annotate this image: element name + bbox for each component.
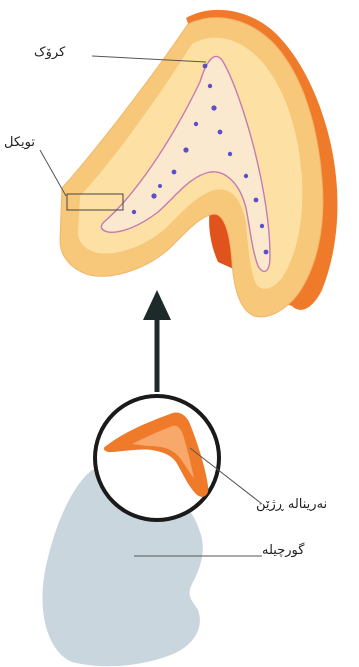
label-kidney: گورچیلە (262, 543, 304, 558)
label-adrenal-gland: نەرینالە ڕژێن (256, 497, 327, 512)
leader-cortex (40, 150, 66, 196)
label-medulla: کرۆک (34, 45, 65, 60)
magnifier-circle (95, 396, 219, 520)
zoom-arrow (143, 290, 171, 392)
label-cortex: تویکل (4, 135, 35, 150)
adrenal-cross-section (60, 10, 337, 317)
